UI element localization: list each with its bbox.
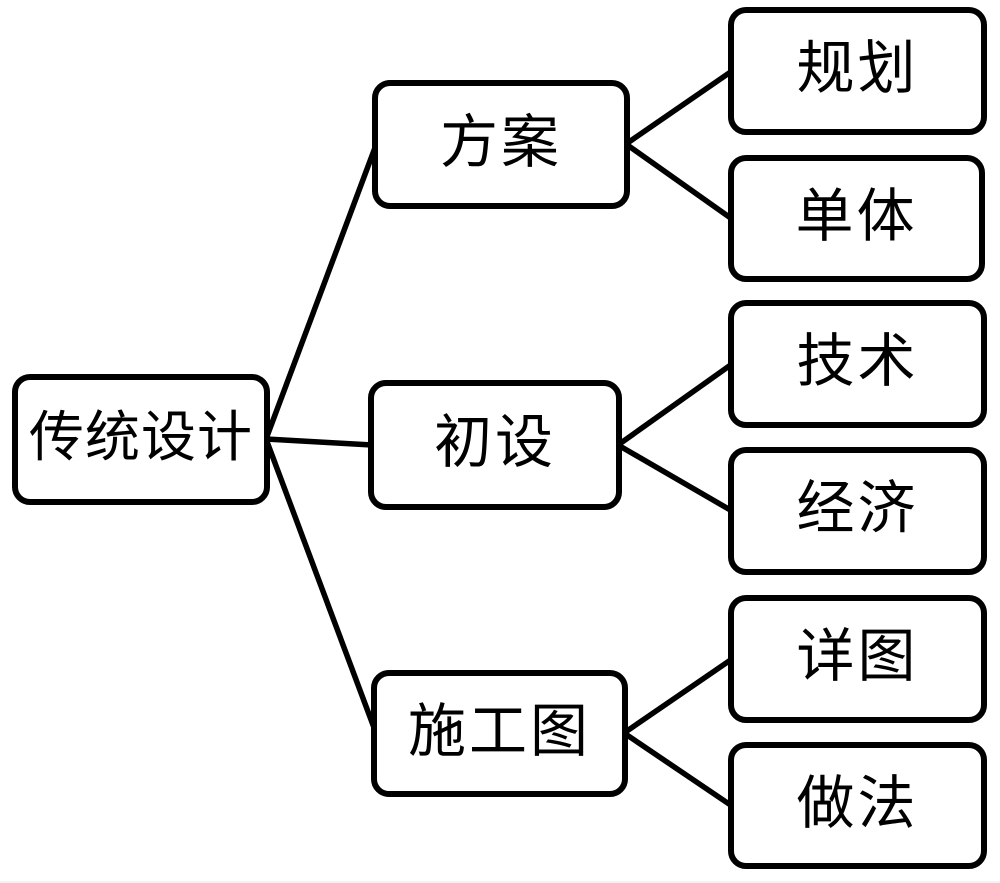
node-planning-label: 规划 <box>796 36 919 101</box>
node-detail-drawing-label: 详图 <box>796 624 919 689</box>
edge-preliminary-to-technology <box>616 361 734 448</box>
bottom-edge-line <box>0 881 1000 883</box>
node-method-label: 做法 <box>796 770 919 836</box>
node-traditional-design: 传统设计 <box>12 374 270 505</box>
edge-scheme-to-monomer <box>624 141 734 222</box>
node-monomer: 单体 <box>728 155 985 282</box>
node-preliminary-design: 初设 <box>368 380 622 510</box>
node-monomer-label: 单体 <box>795 183 918 249</box>
node-planning: 规划 <box>728 7 987 135</box>
node-construction-drawing-label: 施工图 <box>407 698 591 764</box>
node-construction-drawing: 施工图 <box>371 670 628 797</box>
edge-scheme-to-planning <box>624 68 734 147</box>
edge-preliminary-to-economy <box>616 442 734 514</box>
node-scheme-label: 方案 <box>439 109 562 175</box>
edge-root-to-preliminary <box>265 436 373 448</box>
node-technology-label: 技术 <box>796 329 919 394</box>
edge-root-to-scheme <box>263 144 379 440</box>
edge-root-to-construction <box>263 438 379 734</box>
node-method: 做法 <box>728 742 987 869</box>
edge-construction-to-method <box>622 730 734 809</box>
node-economy-label: 经济 <box>796 476 919 541</box>
node-economy: 经济 <box>728 447 987 575</box>
node-scheme: 方案 <box>372 80 630 209</box>
node-technology: 技术 <box>728 300 987 428</box>
node-detail-drawing: 详图 <box>728 595 987 723</box>
node-traditional-design-label: 传统设计 <box>28 407 253 468</box>
edge-construction-to-detail <box>622 656 734 736</box>
node-preliminary-design-label: 初设 <box>433 410 556 475</box>
